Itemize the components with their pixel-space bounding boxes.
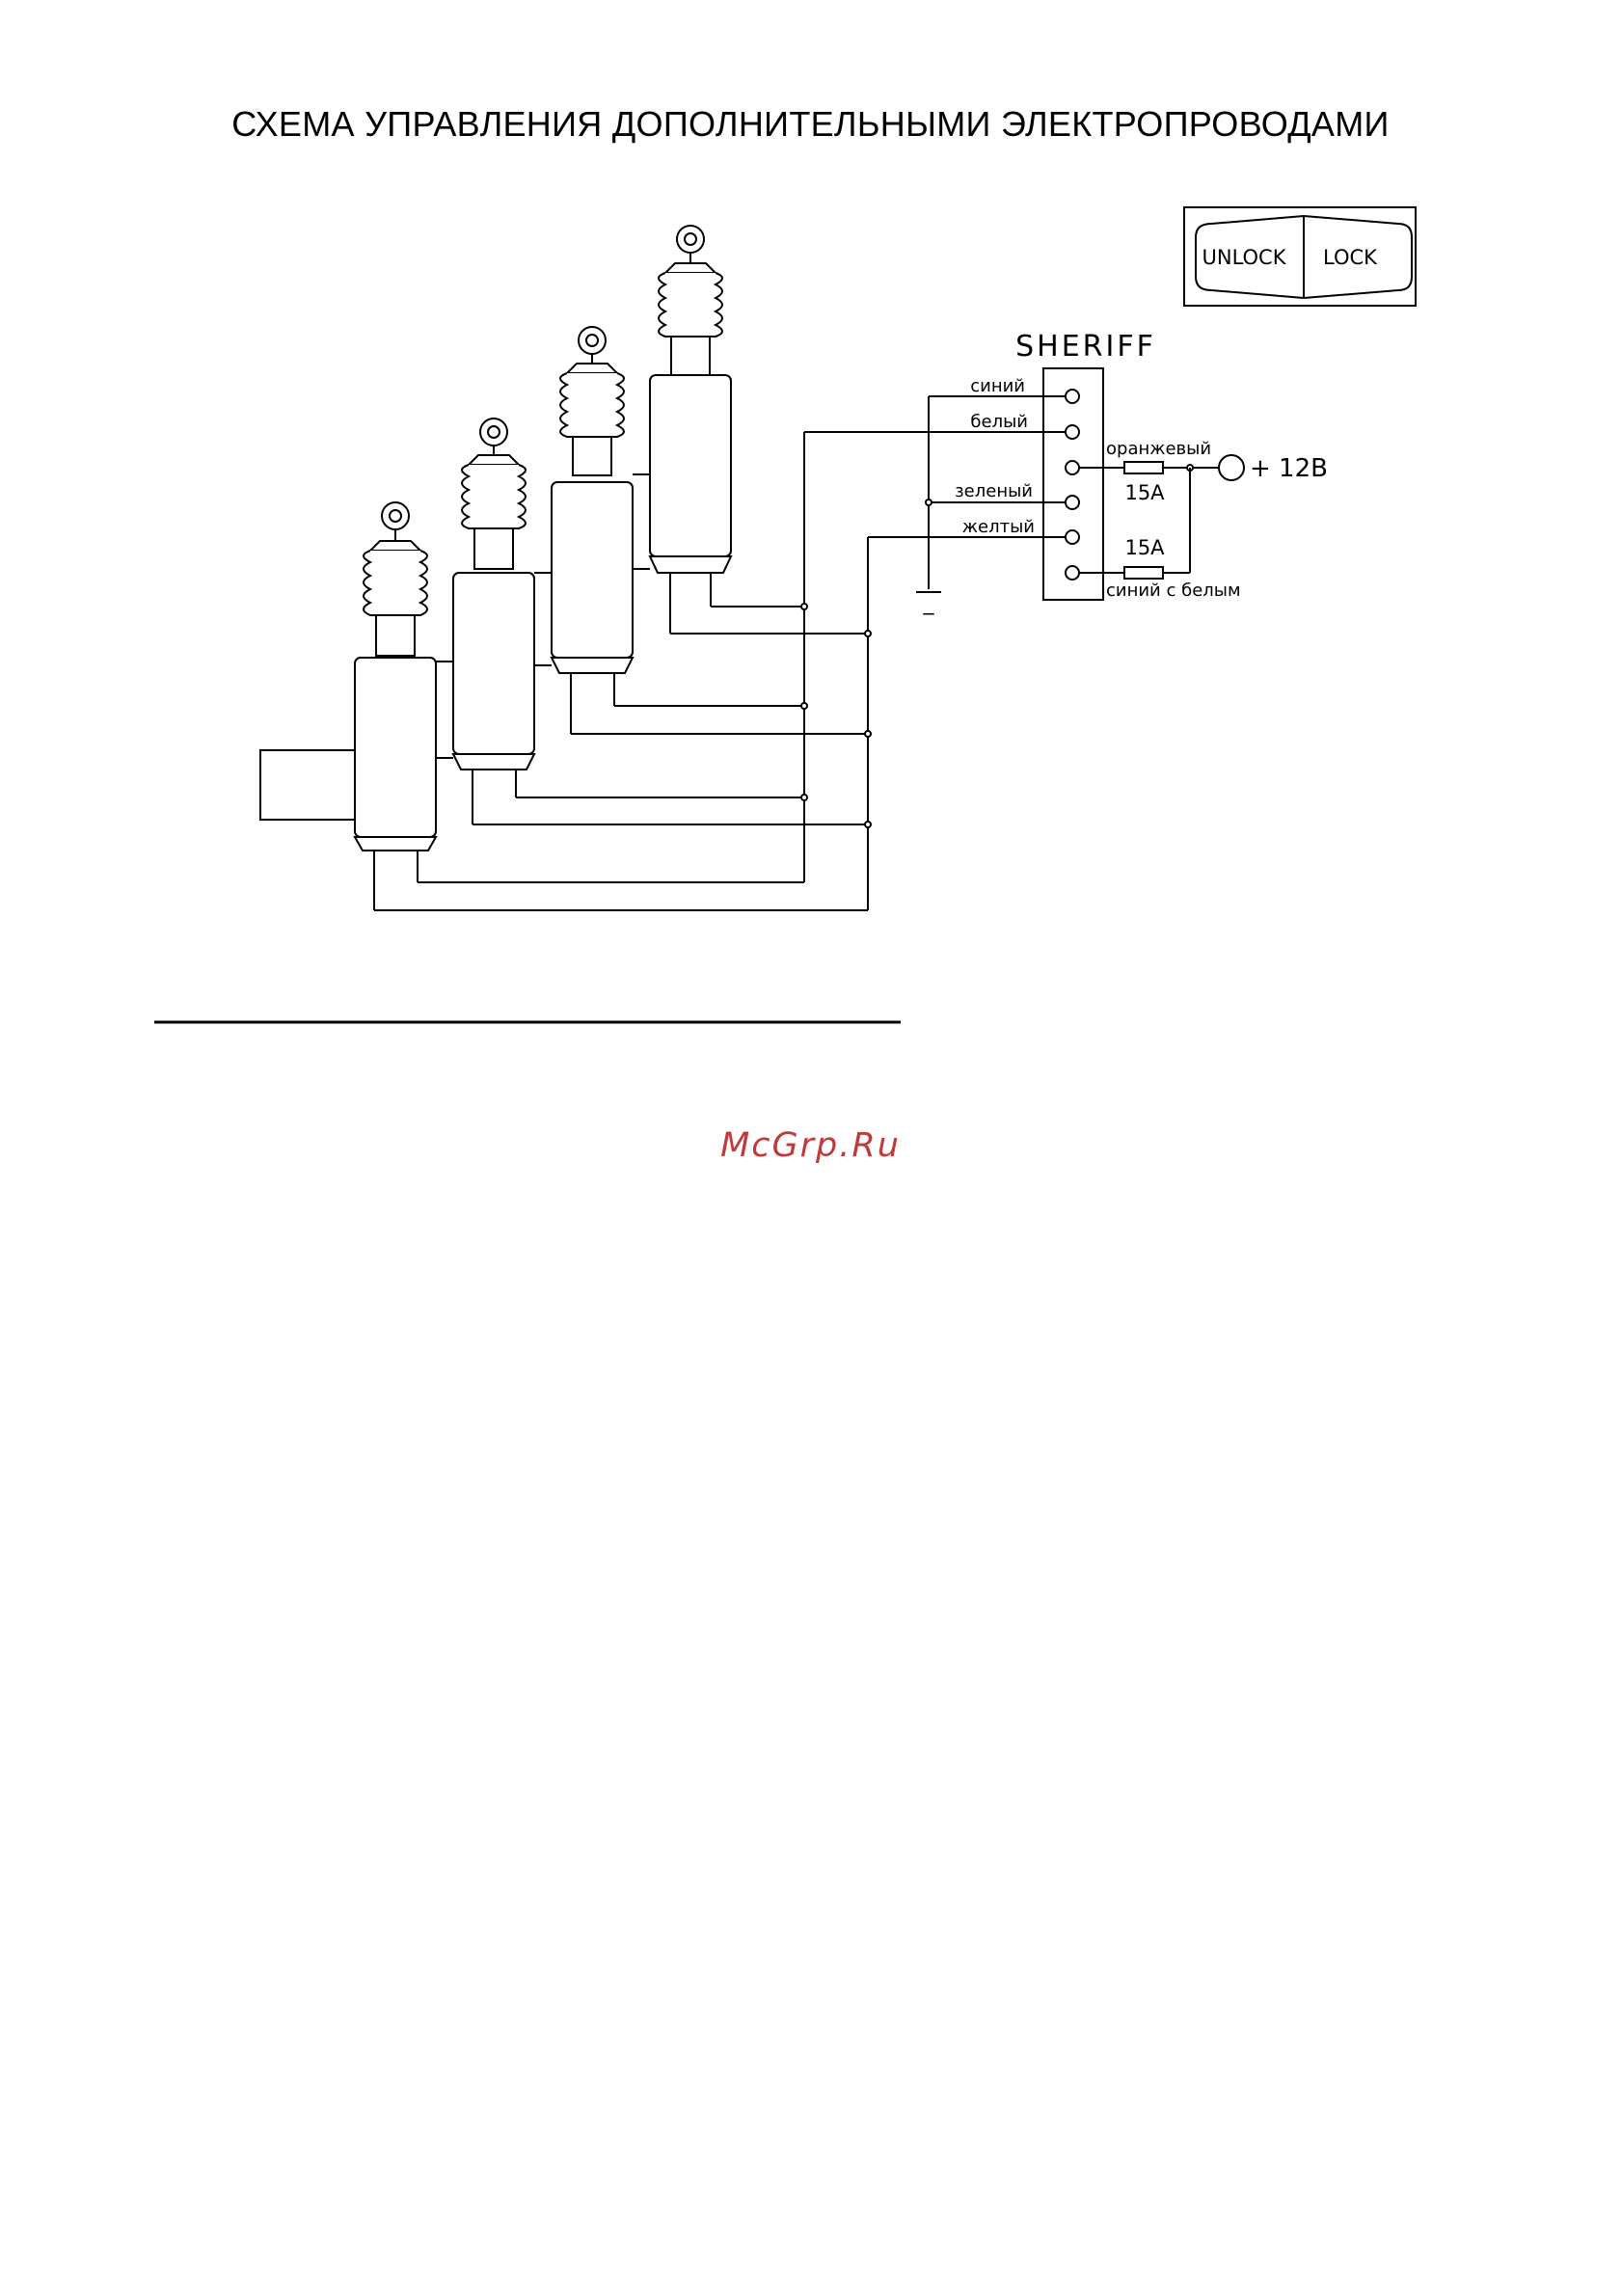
power-circuit: 15A 15A + 12В	[1079, 454, 1328, 579]
fuse-1-rating: 15A	[1124, 481, 1165, 504]
terminal-4	[1066, 496, 1079, 509]
terminal-3	[1066, 461, 1079, 474]
harness-wires: _	[804, 396, 1066, 910]
wire-label-yellow: желтый	[962, 517, 1035, 537]
power-label: + 12В	[1250, 454, 1328, 483]
mounting-block	[260, 750, 355, 820]
wire-label-blue-white: синий с белым	[1106, 581, 1241, 601]
watermark: McGrp.Ru	[0, 1126, 1621, 1165]
terminal-6	[1066, 566, 1079, 580]
fuse-1	[1124, 462, 1163, 473]
fuse-2	[1124, 567, 1163, 579]
power-terminal	[1219, 455, 1244, 480]
terminal-5	[1066, 530, 1079, 544]
module-name: SHERIFF	[1015, 330, 1156, 364]
fuse-2-rating: 15A	[1124, 536, 1165, 559]
wire-label-white: белый	[970, 412, 1028, 432]
lock-button[interactable]: LOCK	[1323, 246, 1378, 269]
remote-keyfob: UNLOCK LOCK	[1184, 207, 1416, 306]
wire-label-orange: оранжевый	[1106, 439, 1211, 459]
wire-label-green: зеленый	[955, 481, 1033, 501]
wire-label-blue: синий	[970, 376, 1025, 396]
ground-symbol: _	[923, 591, 935, 615]
terminal-1	[1066, 390, 1079, 403]
terminal-2	[1066, 425, 1079, 439]
unlock-button[interactable]: UNLOCK	[1202, 246, 1287, 269]
